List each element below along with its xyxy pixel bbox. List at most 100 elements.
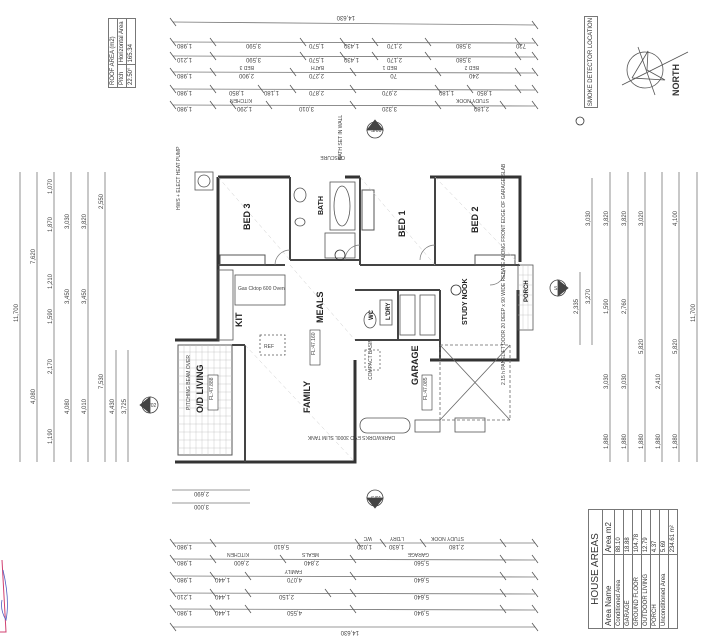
svg-text:2,150: 2,150 [278, 593, 294, 599]
section-marker-labels: S/01 S/01 S/02 S/03 [146, 128, 565, 502]
svg-text:L'DRY: L'DRY [389, 535, 404, 541]
svg-text:3,450: 3,450 [82, 288, 88, 304]
svg-text:REF: REF [264, 344, 274, 350]
svg-text:1,430: 1,430 [343, 42, 359, 48]
svg-text:1,980: 1,980 [176, 42, 192, 48]
section-marker-icons [139, 119, 569, 509]
svg-text:1,980: 1,980 [176, 609, 192, 615]
svg-text:KITCHEN: KITCHEN [230, 97, 252, 103]
svg-text:L'DRY: L'DRY [386, 302, 392, 320]
svg-text:1,210: 1,210 [176, 56, 192, 62]
svg-text:1,980: 1,980 [176, 89, 192, 95]
house-areas-title: HOUSE AREAS [588, 509, 603, 629]
svg-text:MEALS: MEALS [301, 551, 319, 557]
svg-text:2,840: 2,840 [303, 559, 319, 565]
svg-text:2,180: 2,180 [473, 105, 489, 111]
svg-text:14,630: 14,630 [340, 629, 359, 635]
svg-text:2,270: 2,270 [308, 72, 324, 78]
svg-text:1,020: 1,020 [356, 543, 372, 549]
svg-text:KITCHEN: KITCHEN [227, 551, 249, 557]
svg-text:1,570: 1,570 [308, 42, 324, 48]
svg-text:1,070: 1,070 [48, 178, 54, 194]
svg-text:1,590: 1,590 [604, 298, 610, 314]
svg-text:GARAGE: GARAGE [410, 345, 420, 385]
svg-text:1,210: 1,210 [48, 273, 54, 289]
svg-text:BATH: BATH [311, 64, 324, 70]
svg-text:2,170: 2,170 [386, 42, 402, 48]
svg-text:3,000: 3,000 [193, 503, 209, 509]
svg-text:1,980: 1,980 [176, 105, 192, 111]
svg-text:14,630: 14,630 [336, 14, 355, 20]
svg-text:FL:47.160: FL:47.160 [311, 332, 317, 355]
svg-text:3,010: 3,010 [298, 105, 314, 111]
svg-text:BATH SET IN WALL: BATH SET IN WALL [338, 115, 344, 160]
svg-text:5,820: 5,820 [639, 338, 645, 354]
svg-text:1,880: 1,880 [622, 433, 628, 449]
svg-text:720: 720 [515, 42, 526, 48]
svg-text:BATH: BATH [318, 196, 325, 215]
svg-text:3,450: 3,450 [65, 288, 71, 304]
roof-guide-lines [217, 176, 521, 463]
svg-text:FAMILY: FAMILY [302, 381, 312, 413]
room-labels: BED 3 BATH BED 1 BED 2 KIT MEALS FAMILY … [195, 196, 530, 413]
svg-text:STUDY NOOK: STUDY NOOK [462, 278, 469, 325]
svg-text:4,010: 4,010 [82, 398, 88, 414]
svg-text:WC: WC [369, 309, 375, 320]
svg-text:3,030: 3,030 [622, 373, 628, 389]
svg-text:1,980: 1,980 [176, 576, 192, 582]
svg-text:5,820: 5,820 [673, 338, 679, 354]
svg-text:4,100: 4,100 [673, 210, 679, 226]
svg-text:1,180: 1,180 [263, 89, 279, 95]
svg-text:1,290: 1,290 [236, 105, 252, 111]
svg-text:1,880: 1,880 [639, 433, 645, 449]
svg-text:STUDY NOOK: STUDY NOOK [430, 535, 464, 541]
svg-text:2,180: 2,180 [448, 543, 464, 549]
svg-text:3,590: 3,590 [245, 42, 261, 48]
svg-text:BED 2: BED 2 [470, 206, 480, 233]
svg-text:2,690: 2,690 [193, 490, 209, 496]
north-label: NORTH [671, 64, 681, 96]
right-dimension-text: 2,335 3,270 3,030 3,820 1,590 3,030 1,88… [574, 210, 697, 449]
svg-text:1,850: 1,850 [228, 89, 244, 95]
plan-notes: HWS + ELECT HEAT PUMP BATH SET IN WALL 2… [176, 115, 507, 440]
svg-text:5,640: 5,640 [413, 593, 429, 599]
svg-text:1,590: 1,590 [48, 308, 54, 324]
svg-text:4,080: 4,080 [31, 388, 37, 404]
svg-text:2,970: 2,970 [381, 89, 397, 95]
svg-text:3,725: 3,725 [122, 398, 128, 414]
svg-text:3,580: 3,580 [455, 42, 471, 48]
svg-text:3,580: 3,580 [455, 56, 471, 62]
garage-car-outline [364, 344, 511, 421]
svg-text:1,980: 1,980 [176, 72, 192, 78]
svg-text:1,190: 1,190 [48, 428, 54, 444]
svg-text:3,030: 3,030 [604, 373, 610, 389]
right-dimension-lines [579, 172, 698, 462]
svg-text:2,335: 2,335 [574, 298, 580, 314]
svg-text:4,070: 4,070 [286, 576, 302, 582]
svg-text:1,980: 1,980 [176, 543, 192, 549]
svg-text:11,700: 11,700 [14, 303, 20, 322]
svg-text:1,880: 1,880 [656, 433, 662, 449]
svg-text:BED 2: BED 2 [464, 64, 479, 70]
annotation-marks [0, 560, 8, 633]
svg-text:S/01: S/01 [371, 496, 382, 502]
svg-text:5,610: 5,610 [273, 543, 289, 549]
svg-text:5,940: 5,940 [413, 609, 429, 615]
left-dimension-lines [19, 172, 129, 462]
bottom-dimension-ticks [169, 538, 539, 632]
svg-text:COMPACT BASIN: COMPACT BASIN [368, 339, 374, 380]
svg-text:2,550: 2,550 [99, 193, 105, 209]
north-arrow-icon [621, 46, 689, 96]
top-dimension-ticks [169, 17, 539, 110]
svg-text:7,530: 7,530 [99, 373, 105, 389]
svg-text:3,030: 3,030 [65, 213, 71, 229]
svg-text:4,550: 4,550 [286, 609, 302, 615]
svg-text:1,180: 1,180 [438, 89, 454, 95]
